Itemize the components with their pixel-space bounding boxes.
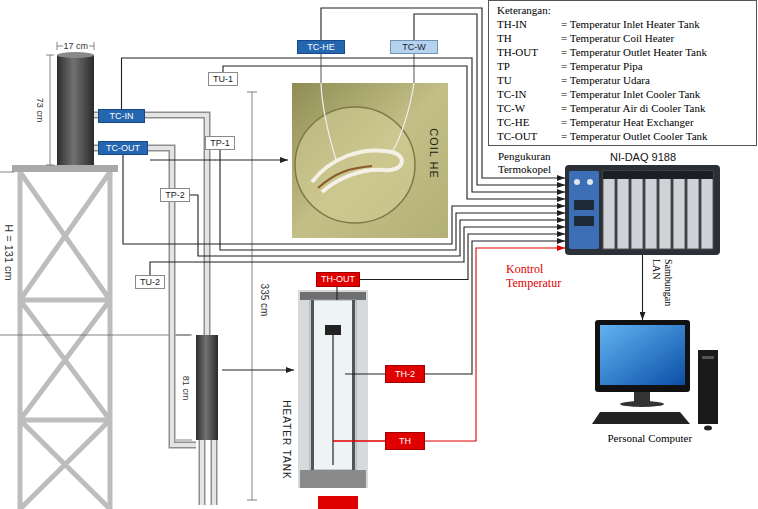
sensor-box: TC-IN — [98, 109, 145, 123]
legend-key: TU — [497, 73, 561, 87]
heater-leader — [333, 440, 385, 442]
computer-picture — [592, 320, 718, 431]
sensor-box: TC-OUT — [98, 141, 148, 155]
legend-key: TC-W — [497, 101, 561, 115]
signal-wire — [220, 150, 565, 250]
sensor-box: TU-2 — [135, 275, 165, 289]
control-box: TH-2 — [385, 365, 425, 383]
heater-photo-picture — [298, 290, 368, 488]
annotation-text: Pengukuran Termokopel — [498, 150, 564, 176]
dimension-label: 17 cm — [63, 41, 90, 51]
legend-text: = Temperatur Air di Cooler Tank — [561, 101, 748, 115]
pipe-body — [94, 115, 214, 505]
legend-box: Keterangan:TH-IN= Temperatur Inlet Heate… — [488, 0, 757, 146]
legend-heading: Keterangan: — [497, 3, 748, 17]
edge-label: Sambungan LAN — [650, 259, 674, 315]
control-box: TH — [385, 432, 425, 450]
sensor-box: TC-HE — [297, 40, 345, 54]
signal-wire — [190, 195, 565, 256]
legend-key: TC-IN — [497, 87, 561, 101]
daq-device: NI-DAQ 9188 — [565, 165, 720, 255]
signal-wire — [425, 241, 565, 374]
pointer-arrow — [222, 369, 294, 370]
node-label: TU-1 — [213, 74, 233, 85]
node-label: TP-1 — [210, 138, 230, 149]
computer: Personal Computer — [580, 320, 720, 428]
legend-key: TC-HE — [497, 115, 561, 129]
legend-key: TP — [497, 59, 561, 73]
legend-text: = Temperatur Inlet Heater Tank — [561, 17, 748, 31]
picture-label: NI-DAQ 9188 — [610, 151, 676, 164]
node-label: TH-2 — [395, 369, 415, 380]
cooler-tank — [57, 55, 94, 165]
picture-label: Personal Computer — [608, 432, 693, 445]
node-label: TH-OUT — [321, 274, 355, 285]
legend-text: = Temperatur Heat Exchanger — [561, 115, 748, 129]
tower-frame — [20, 172, 110, 509]
edge-label: Kontrol Temperatur — [506, 262, 572, 290]
legend-text: = Temperatur Outlet Heater Tank — [561, 45, 748, 59]
signal-wire — [122, 58, 566, 192]
coil-photo: COIL HE — [292, 83, 448, 238]
signal-wire — [642, 255, 643, 320]
control-box — [318, 496, 358, 509]
node-label: TC-IN — [110, 111, 134, 122]
picture-label: HEATER TANK — [279, 400, 291, 479]
heater-column — [196, 335, 218, 440]
legend-key: TH-OUT — [497, 45, 561, 59]
node-label: TP-2 — [165, 190, 185, 201]
node-label: TC-W — [402, 42, 426, 53]
node-label: TH — [399, 436, 411, 447]
sensor-box: TU-1 — [208, 72, 238, 86]
dimension-label: 73 cm — [35, 98, 45, 123]
sensor-box: TC-W — [390, 40, 438, 54]
daq-device-picture — [565, 165, 720, 255]
pipe-outline — [94, 115, 214, 505]
dimension-label: 335 cm — [258, 284, 270, 317]
picture-label: COIL HE — [426, 128, 439, 179]
sensor-box: TP-2 — [160, 188, 190, 202]
dimension-lines — [0, 42, 257, 500]
node-label: TC-HE — [307, 42, 335, 53]
legend-text: = Temperatur Outlet Cooler Tank — [561, 129, 748, 143]
heater-photo: HEATER TANK — [298, 290, 368, 488]
legend-text: = Temperatur Pipa — [561, 59, 748, 73]
legend-text: = Temperatur Udara — [561, 73, 748, 87]
node-label: TU-2 — [140, 277, 160, 288]
legend-key: TC-OUT — [497, 129, 561, 143]
legend-text: = Temperatur Coil Heater — [561, 31, 748, 45]
tank-lid — [57, 52, 94, 58]
legend-key: TH-IN — [497, 17, 561, 31]
legend-text: = Temperatur Inlet Cooler Tank — [561, 87, 748, 101]
sensor-leader — [337, 287, 385, 374]
pointer-arrow — [150, 159, 288, 160]
dimension-label: 81 cm — [181, 376, 191, 401]
legend-key: TH — [497, 31, 561, 45]
node-label: TC-OUT — [106, 143, 140, 154]
coil-photo-picture — [292, 83, 448, 238]
dimension-label: H = 131 cm — [1, 224, 14, 281]
control-box: TH-OUT — [316, 272, 360, 287]
tower-platform — [12, 165, 118, 172]
sensor-box: TP-1 — [205, 136, 235, 150]
